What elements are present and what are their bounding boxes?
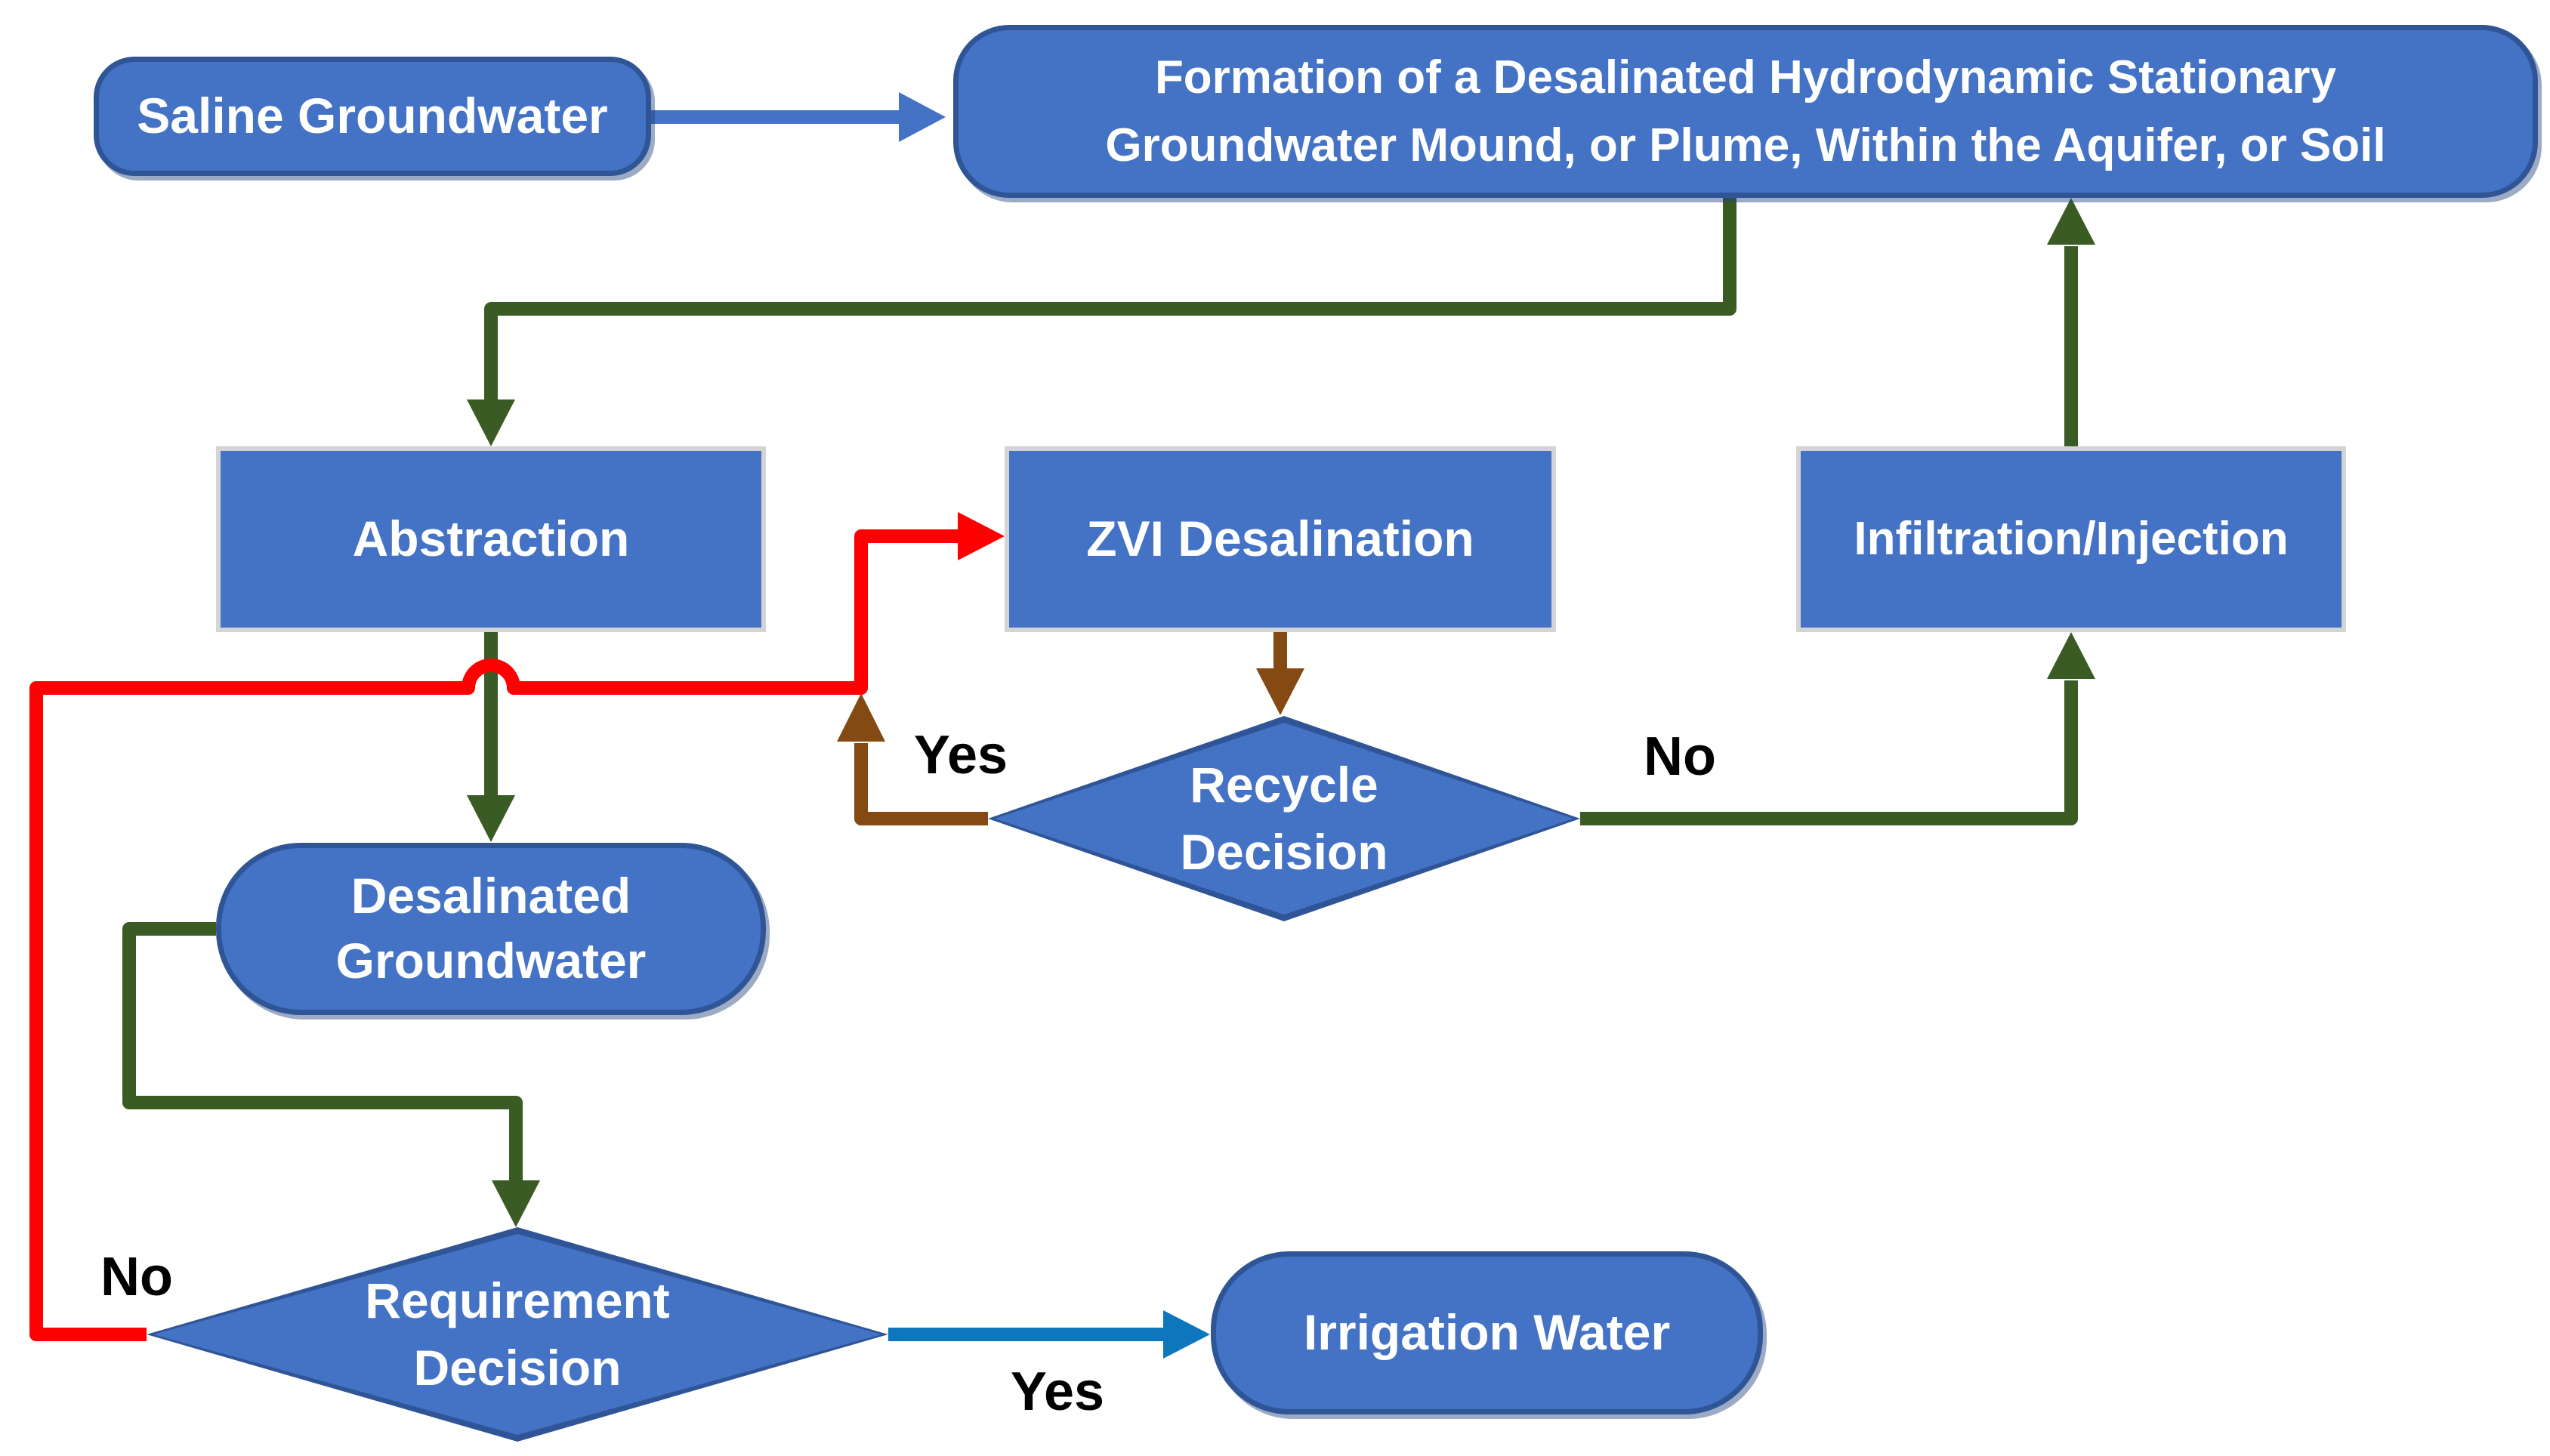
edge-label-requirement-yes: Yes (1010, 1362, 1105, 1422)
arrowhead-requirement-no-to-zvi (958, 512, 1005, 560)
node-formation-of-mound: Formation of a Desalinated Hydrodynamic … (953, 25, 2538, 198)
edge-requirement-no-to-zvi (29, 529, 958, 1341)
node-irrigation-water-label: Irrigation Water (1303, 1304, 1671, 1361)
edge-desalinated-to-requirement (122, 922, 523, 1182)
node-zvi-desalination: ZVI Desalination (1005, 446, 1556, 632)
edge-label-recycle-no: No (1644, 726, 1716, 787)
edge-label-requirement-no: No (100, 1247, 173, 1307)
edge-label-recycle-yes: Yes (913, 725, 1008, 785)
node-desalinated-groundwater: Desalinated Groundwater (216, 843, 766, 1015)
node-irrigation-water: Irrigation Water (1211, 1251, 1763, 1414)
arrowhead-saline-to-formation (899, 92, 946, 142)
arrowhead-requirement-yes-to-irrigation (1163, 1310, 1210, 1359)
node-recycle-decision-label: Recycle Decision (1180, 756, 1388, 880)
node-infiltration-injection-label: Infiltration/Injection (1854, 513, 2289, 566)
node-desalinated-groundwater-label: Desalinated Groundwater (335, 868, 647, 989)
node-requirement-decision-label: Requirement Decision (365, 1272, 670, 1396)
edge-recycle-yes-to-line (854, 743, 988, 825)
edge-recycle-no-to-infiltration (1580, 680, 2078, 825)
node-abstraction: Abstraction (216, 446, 766, 632)
arrowhead-formation-to-abstraction (467, 399, 515, 446)
node-saline-groundwater-label: Saline Groundwater (137, 88, 608, 144)
node-zvi-desalination-label: ZVI Desalination (1086, 511, 1474, 567)
node-formation-of-mound-label: Formation of a Desalinated Hydrodynamic … (1105, 51, 2386, 171)
arrowhead-infiltration-to-formation (2047, 198, 2095, 245)
arrowhead-recycle-yes-to-line (837, 693, 885, 742)
node-saline-groundwater: Saline Groundwater (94, 57, 651, 176)
arrowhead-abstraction-to-desalinated (467, 795, 515, 842)
node-abstraction-label: Abstraction (352, 511, 630, 567)
edge-formation-to-abstraction (484, 198, 1737, 401)
arrowhead-zvi-to-recycle (1256, 668, 1304, 715)
arrowhead-desalinated-to-requirement (492, 1180, 540, 1227)
node-infiltration-injection: Infiltration/Injection (1796, 446, 2346, 632)
arrowhead-recycle-no-to-infiltration (2047, 632, 2095, 679)
